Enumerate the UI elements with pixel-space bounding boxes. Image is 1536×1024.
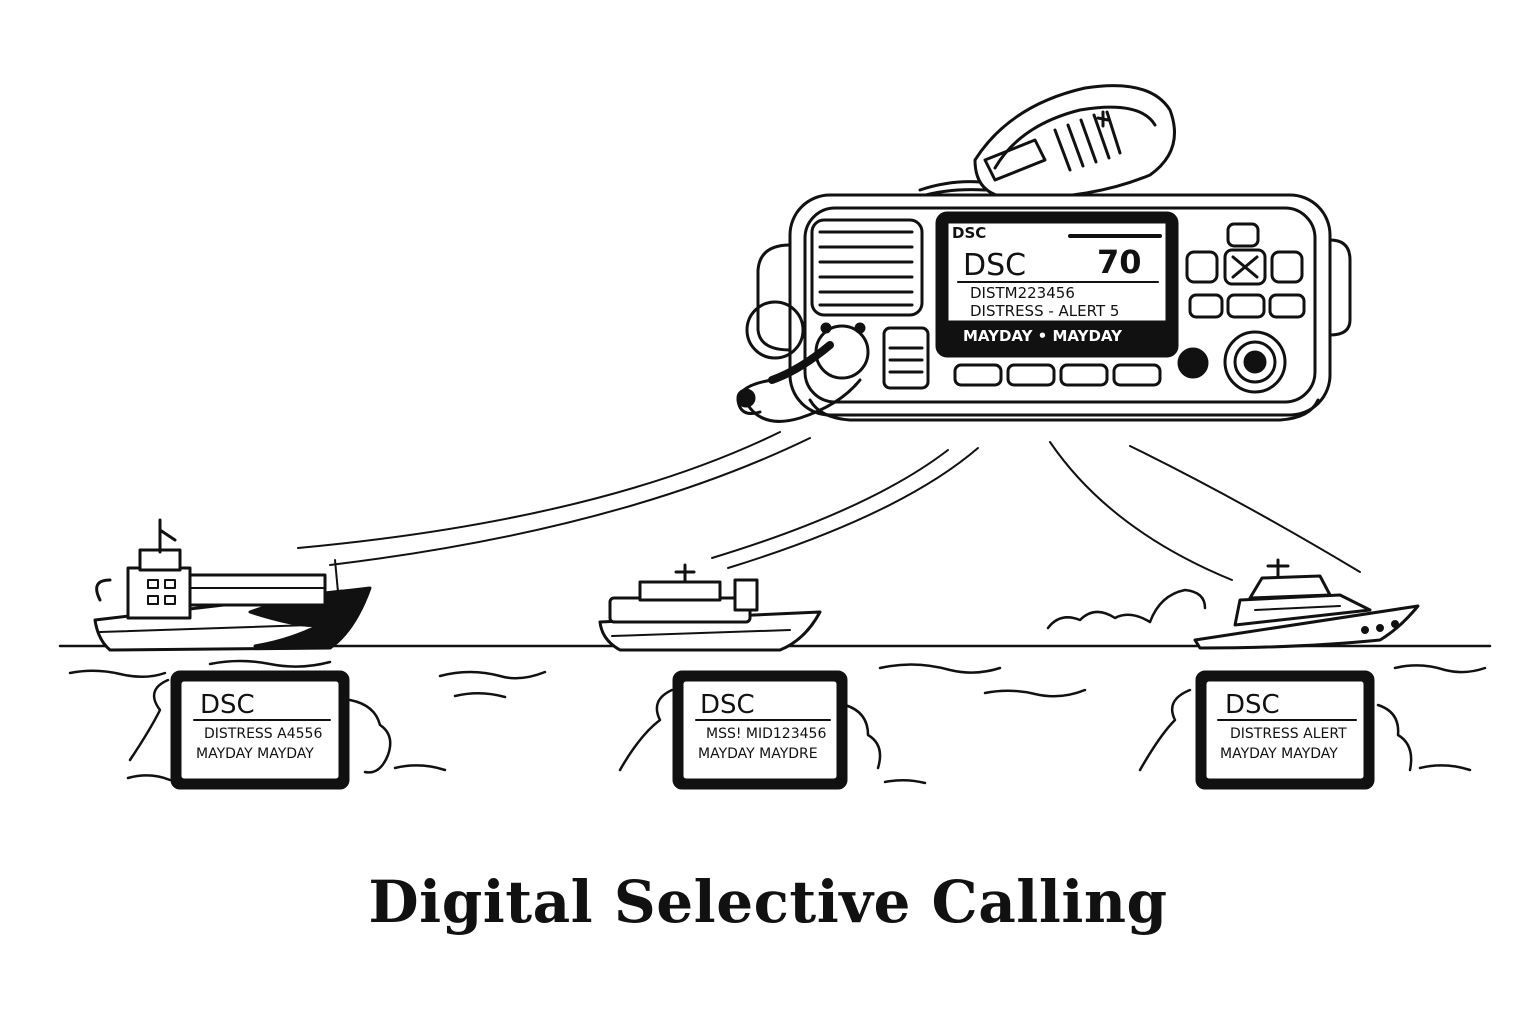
receiver-2-line1: MSS! MID123456 (706, 726, 826, 742)
soft-key-3 (1059, 363, 1109, 387)
soft-key-1 (953, 363, 1003, 387)
indicator-button (1177, 347, 1209, 379)
receiver-1-line2: MAYDAY MAYDAY (196, 746, 314, 762)
receiver-2-line2: MAYDAY MAYDRE (698, 746, 818, 762)
mic-connector (736, 322, 870, 423)
motor-yacht (1193, 558, 1420, 650)
receiver-1-title: DSC (200, 690, 255, 720)
channel-knob (1223, 330, 1287, 394)
receiver-screen-3 (1195, 670, 1375, 790)
radio-screen-line2: DISTRESS - ALERT 5 (970, 302, 1119, 320)
cargo-ship (93, 518, 372, 652)
radio-screen-line1: DISTM223456 (970, 284, 1075, 302)
diagram-caption: Digital Selective Calling (368, 868, 1168, 936)
receiver-screen-2 (672, 670, 848, 790)
soft-key-4 (1112, 363, 1162, 387)
receiver-1-line1: DISTRESS A4556 (204, 726, 322, 742)
radio-screen-header: DSC (952, 224, 986, 242)
receiver-3-line2: MAYDAY MAYDAY (1220, 746, 1338, 762)
receiver-2-title: DSC (700, 690, 755, 720)
soft-key-2 (1006, 363, 1056, 387)
radio-screen-line3: MAYDAY • MAYDAY (963, 327, 1123, 345)
radio-screen-mode: DSC (963, 248, 1026, 283)
speaker-grille (810, 218, 924, 317)
receiver-screen-1 (170, 670, 350, 790)
receiver-3-title: DSC (1225, 690, 1280, 720)
radio-signal-arcs (297, 431, 1361, 581)
radio-screen-channel: 70 (1097, 243, 1142, 281)
receiver-3-line1: DISTRESS ALERT (1230, 726, 1347, 742)
radio-keypad (1185, 222, 1306, 319)
handheld-microphone (918, 84, 1176, 200)
coastal-ship (598, 563, 822, 652)
vhf-radio (736, 84, 1352, 423)
